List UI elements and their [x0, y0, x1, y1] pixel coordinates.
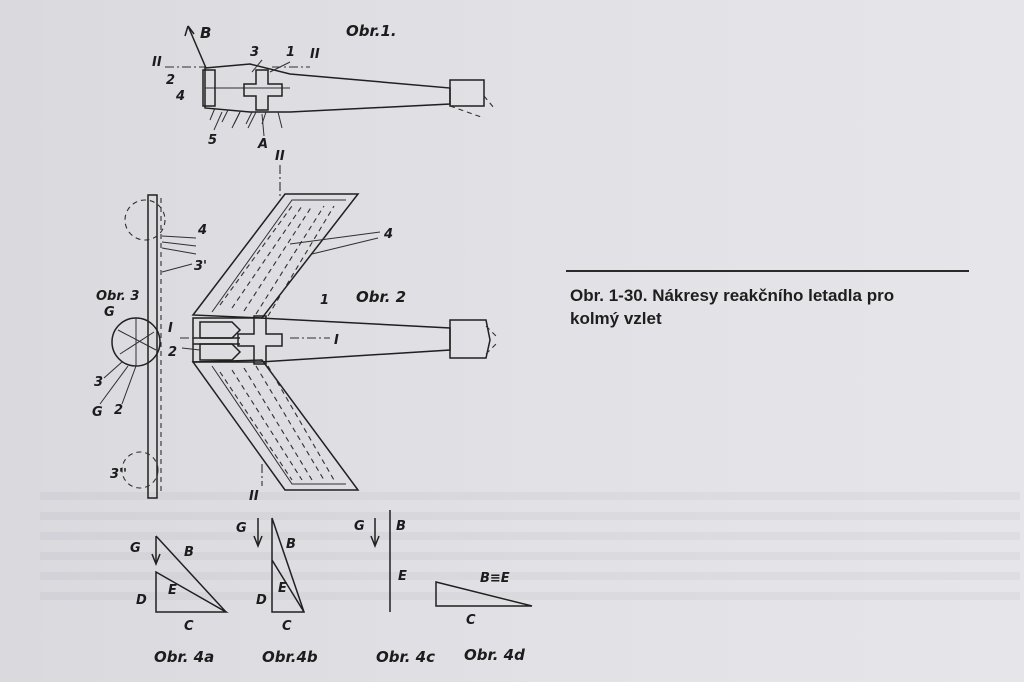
fig4b-label-E: E: [278, 581, 287, 596]
fig2-fuselage: [192, 317, 451, 363]
fig1-side-view: B 3 1 II II 2 4 5 A Obr.1.: [152, 22, 495, 152]
fig2-label-II-top: II: [275, 149, 285, 164]
fig1-label-II-right: II: [310, 47, 320, 62]
fig1-label-B: B: [200, 24, 211, 42]
figure-caption: Obr. 1-30. Nákresy reakčního letadla pro…: [570, 284, 990, 330]
fig1-tail: [449, 79, 485, 107]
fig3-label-3: 3: [94, 375, 103, 390]
fig4a-title: Obr. 4a: [154, 648, 214, 666]
fig2-label-1: 1: [320, 293, 329, 308]
fig1-label-5: 5: [208, 133, 217, 148]
fig4c-label-B: B: [396, 519, 406, 534]
fig4c-label-G: G: [354, 519, 365, 534]
fig2-label-II-bottom: II: [249, 489, 259, 504]
fig3-label-3p: 3': [194, 259, 207, 274]
fig4d-label-BE: B≡E: [480, 571, 510, 586]
fig3-label-G-top: G: [104, 305, 115, 320]
fig4d-label-C: C: [466, 613, 476, 628]
fig1-label-4: 4: [175, 89, 185, 104]
fig4a-vector-triangle: G B E D C Obr. 4a: [130, 535, 229, 666]
fig1-label-1: 1: [286, 45, 295, 60]
fig4b-label-D: D: [256, 593, 267, 608]
fig1-arrow-B: [187, 25, 207, 69]
fig4b-vector-triangle: G B E D C Obr.4b: [236, 517, 318, 666]
fig3-label-3pp: 3'': [110, 467, 127, 482]
fig2-engine: [237, 315, 283, 365]
fig3-circle-bottom: [121, 451, 159, 489]
fig2-label-2: 2: [168, 345, 177, 360]
caption-line-2: kolmý vzlet: [570, 309, 662, 328]
fig1-label-3: 3: [250, 45, 259, 60]
fig4c-vector-line: G B E Obr. 4c: [354, 510, 435, 666]
fig3-label-4: 4: [197, 223, 207, 238]
fig1-title: Obr.1.: [346, 22, 397, 40]
fig4b-label-C: C: [282, 619, 292, 634]
fig4a-label-B: B: [184, 545, 194, 560]
fig4a-label-C: C: [184, 619, 194, 634]
fig4a-label-D: D: [136, 593, 147, 608]
fig4a-label-G: G: [130, 541, 141, 556]
caption-line-1: Obr. 1-30. Nákresy reakčního letadla pro: [570, 286, 895, 305]
fig3-front-view: 4 3' Obr. 3 G 3 G 2 3'': [92, 194, 207, 499]
caption-rule: [566, 270, 969, 272]
fig2-label-I-left: I: [168, 321, 173, 336]
fig3-circle-top: [124, 199, 166, 241]
fig4c-label-E: E: [398, 569, 407, 584]
fig2-tail: [449, 319, 491, 359]
fig2-lower-wing: [191, 359, 360, 491]
fig2-title: Obr. 2: [356, 288, 406, 306]
fig1-nozzle-block: [202, 69, 216, 107]
fig2-upper-wing: [191, 193, 360, 319]
fig4b-label-G: G: [236, 521, 247, 536]
fig3-title: Obr. 3: [96, 289, 139, 304]
fig3-label-2: 2: [114, 403, 123, 418]
fig4d-vector-triangle: B≡E C Obr. 4d: [435, 571, 533, 664]
fig1-label-2: 2: [166, 73, 175, 88]
fig2-label-4: 4: [383, 227, 393, 242]
fig1-label-II-left: II: [152, 55, 162, 70]
fig4d-title: Obr. 4d: [464, 646, 525, 664]
fig1-label-A: A: [257, 137, 268, 152]
fig3-label-G-bottom: G: [92, 405, 103, 420]
fig2-label-I-right: I: [334, 333, 339, 348]
fig4c-title: Obr. 4c: [376, 648, 435, 666]
fig4a-label-E: E: [168, 583, 177, 598]
fig4b-title: Obr.4b: [262, 648, 318, 666]
fig3-wing-column: [147, 194, 158, 499]
fig1-engine: [243, 69, 283, 111]
fig4b-label-B: B: [286, 537, 296, 552]
fig2-top-view: II II I I 4: [168, 149, 499, 504]
